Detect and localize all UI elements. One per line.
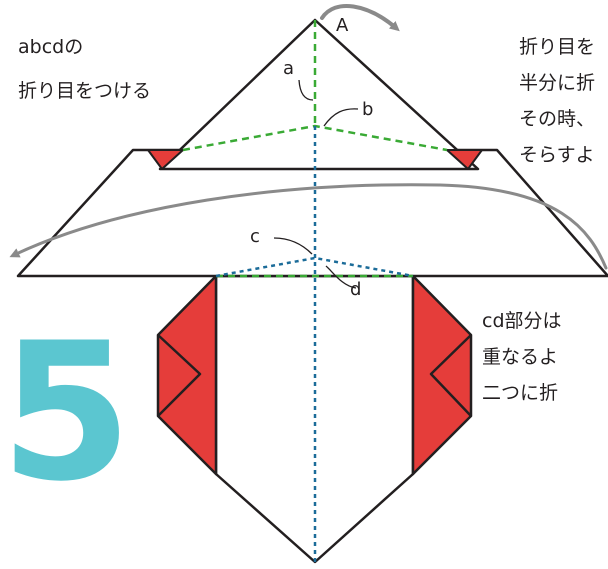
label-b: b: [362, 99, 374, 120]
label-d: d: [350, 279, 362, 300]
leader-c: [273, 237, 313, 255]
instruction-right-bottom-line2: 重なるよ: [482, 346, 559, 368]
instruction-left-line1: abcdの: [18, 36, 84, 58]
leader-a: [298, 79, 314, 101]
top-triangle: [158, 18, 480, 171]
rotate-arrow: [320, 3, 400, 32]
right-flap-crease: [429, 334, 472, 417]
fold-line-cd: [215, 256, 414, 278]
left-red-corner: [147, 149, 184, 170]
label-A: A: [336, 15, 349, 36]
instruction-right-top-line2: 半分に折: [519, 72, 596, 94]
instruction-right-top-line4: そらすよ: [519, 144, 595, 166]
right-red-flap: [411, 274, 473, 476]
instruction-right-top-line1: 折り目を: [519, 36, 596, 58]
label-a: a: [283, 58, 295, 79]
leader-b: [323, 108, 359, 127]
left-red-flap: [156, 274, 218, 476]
instruction-left-line2: 折り目をつける: [18, 80, 152, 102]
fold-over-arrow: [9, 183, 608, 270]
right-red-corner: [446, 149, 483, 170]
leader-d: [325, 265, 357, 289]
instruction-right-top-line3: その時、: [519, 108, 596, 130]
left-flap-crease: [157, 334, 202, 417]
step-number: 5: [0, 302, 132, 523]
instruction-right-bottom-line1: cd部分は: [482, 310, 562, 332]
label-c: c: [250, 226, 260, 247]
instruction-right-bottom-line3: 二つに折: [482, 382, 559, 404]
